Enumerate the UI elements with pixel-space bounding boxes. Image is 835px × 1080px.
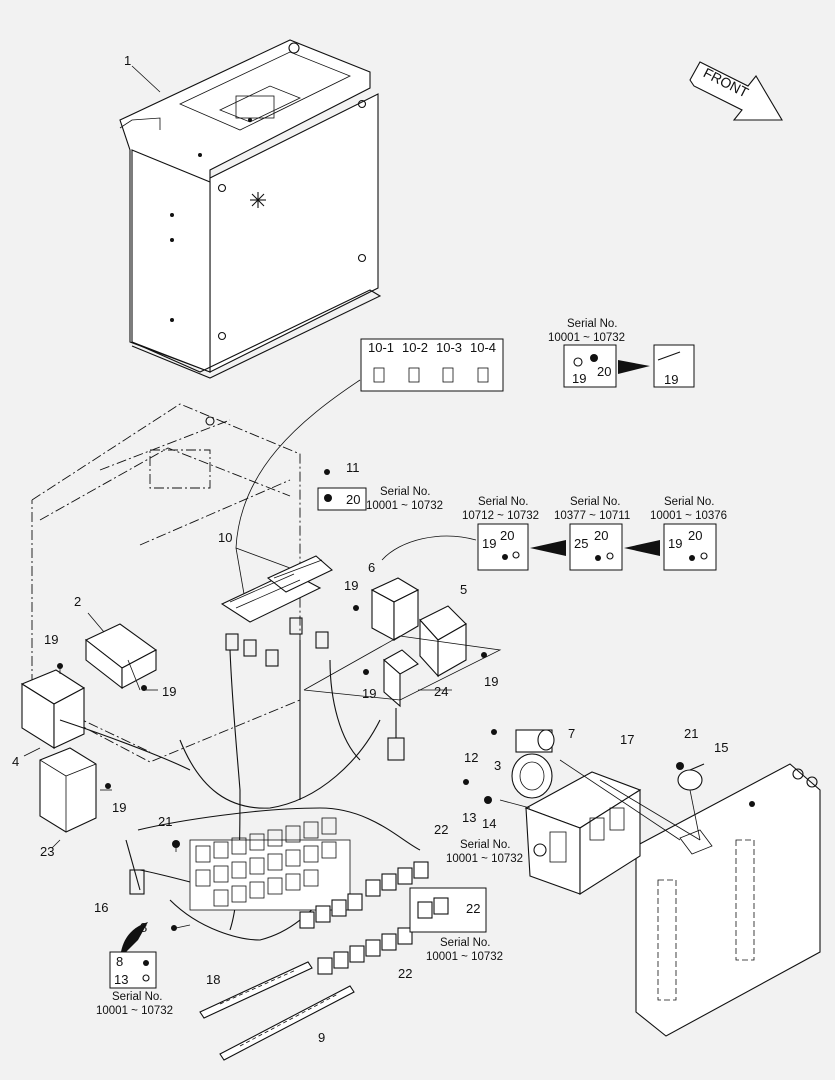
svg-text:19: 19 <box>482 536 496 551</box>
svg-text:10377 ~ 10711: 10377 ~ 10711 <box>554 510 630 522</box>
callout-3: 3 <box>494 758 501 773</box>
svg-text:Serial No.: Serial No. <box>380 486 431 498</box>
svg-text:10001 ~ 10732: 10001 ~ 10732 <box>96 1005 173 1017</box>
serial-top-title: Serial No. <box>567 318 618 330</box>
cover-23 <box>39 747 97 849</box>
fuse-inset: 10-1 10-2 10-3 10-4 <box>235 338 504 549</box>
svg-text:20: 20 <box>500 528 514 543</box>
svg-text:10001 ~ 10732: 10001 ~ 10732 <box>446 853 523 865</box>
callout-19d: 19 <box>344 578 358 593</box>
arrow-a <box>530 540 566 556</box>
module-24 <box>383 649 452 761</box>
display-unit-17 <box>524 771 642 895</box>
callout-8: 8 <box>140 920 147 935</box>
callout-21a: 21 <box>158 814 172 829</box>
svg-text:20: 20 <box>594 528 608 543</box>
enclosure-cover <box>119 39 382 379</box>
callout-19c: 19 <box>112 800 126 815</box>
serial-inset-relay: 22 Serial No. 10001 ~ 10732 <box>409 887 503 963</box>
svg-text:Serial No.: Serial No. <box>664 496 715 508</box>
gauge-7 <box>511 753 553 799</box>
callout-13: 13 <box>462 810 476 825</box>
module-2 <box>84 612 158 691</box>
callout-7: 7 <box>568 726 575 741</box>
callout-15: 15 <box>714 740 728 755</box>
terminal-strip-18 <box>199 961 313 1019</box>
callout-16: 16 <box>94 900 108 915</box>
relay-row-lower <box>317 927 413 975</box>
arrow-b <box>624 540 660 556</box>
callout-5: 5 <box>460 582 467 597</box>
serial-inset-c: Serial No. 10001 ~ 10376 19 20 <box>650 496 727 571</box>
callout-11: 11 <box>346 460 360 475</box>
fuse-block <box>220 547 333 667</box>
serial-inset-top: Serial No. 10001 ~ 10732 19 20 19 <box>548 318 695 388</box>
serial-inset-8: 8 13 Serial No. 10001 ~ 10732 <box>96 922 173 1017</box>
controller-4 <box>20 669 86 757</box>
callout-18: 18 <box>206 972 220 987</box>
callout-19f: 19 <box>484 674 498 689</box>
svg-text:20: 20 <box>688 528 702 543</box>
callout-2: 2 <box>74 594 81 609</box>
callout-22a: 22 <box>434 822 448 837</box>
mounting-plate <box>635 763 821 1037</box>
svg-text:Serial No.: Serial No. <box>440 937 491 949</box>
callout-9: 9 <box>318 1030 325 1045</box>
logo-star-icon <box>250 192 266 208</box>
callout-19a: 19 <box>44 632 58 647</box>
relay-cluster <box>189 817 351 911</box>
svg-text:25: 25 <box>574 536 588 551</box>
serial-inset-b: Serial No. 10377 ~ 10711 25 20 <box>554 496 630 571</box>
svg-text:22: 22 <box>466 901 480 916</box>
svg-text:20: 20 <box>597 364 611 379</box>
svg-text:10001 ~ 10732: 10001 ~ 10732 <box>366 500 443 512</box>
relay-row-upper <box>299 861 429 929</box>
module-5 <box>419 605 467 678</box>
callout-24: 24 <box>434 684 448 699</box>
fuse-label-2: 10-2 <box>402 340 428 355</box>
module-6 <box>370 577 420 641</box>
callout-10: 10 <box>218 530 232 545</box>
callout-17: 17 <box>620 732 634 747</box>
callout-14: 14 <box>482 816 496 831</box>
svg-text:20: 20 <box>346 492 360 507</box>
svg-text:Serial No.: Serial No. <box>460 839 511 851</box>
serial-inset-13: Serial No. 10001 ~ 10732 <box>446 839 523 865</box>
callout-12: 12 <box>464 750 478 765</box>
svg-text:10001 ~ 10376: 10001 ~ 10376 <box>650 510 727 522</box>
buzzer-3 <box>515 729 555 753</box>
callout-19b: 19 <box>162 684 176 699</box>
svg-text:Serial No.: Serial No. <box>570 496 621 508</box>
fuse-label-3: 10-3 <box>436 340 462 355</box>
svg-text:10712 ~ 10732: 10712 ~ 10732 <box>462 510 539 522</box>
callout-1: 1 <box>124 53 131 68</box>
svg-text:13: 13 <box>114 972 128 987</box>
svg-text:Serial No.: Serial No. <box>478 496 529 508</box>
serial-inset-20: 20 Serial No. 10001 ~ 10732 <box>317 486 443 512</box>
svg-text:19: 19 <box>668 536 682 551</box>
serial-top-range: 10001 ~ 10732 <box>548 332 625 344</box>
callout-6: 6 <box>368 560 375 575</box>
svg-text:19: 19 <box>664 372 678 387</box>
svg-text:10001 ~ 10732: 10001 ~ 10732 <box>426 951 503 963</box>
svg-text:19: 19 <box>572 371 586 386</box>
callout-23: 23 <box>40 844 54 859</box>
fuse-label-4: 10-4 <box>470 340 496 355</box>
svg-text:8: 8 <box>116 954 123 969</box>
callout-19e: 19 <box>362 686 376 701</box>
callout-22b: 22 <box>398 966 412 981</box>
callout-4: 4 <box>12 754 19 769</box>
callout-labels: 1 2 3 4 5 6 7 8 9 10 11 12 13 14 15 16 1… <box>12 53 728 1045</box>
serial-inset-a: Serial No. 10712 ~ 10732 19 20 <box>462 496 539 571</box>
terminal-strip-9 <box>219 985 355 1061</box>
callout-21b: 21 <box>684 726 698 741</box>
svg-text:Serial No.: Serial No. <box>112 991 163 1003</box>
fuse-label-1: 10-1 <box>368 340 394 355</box>
